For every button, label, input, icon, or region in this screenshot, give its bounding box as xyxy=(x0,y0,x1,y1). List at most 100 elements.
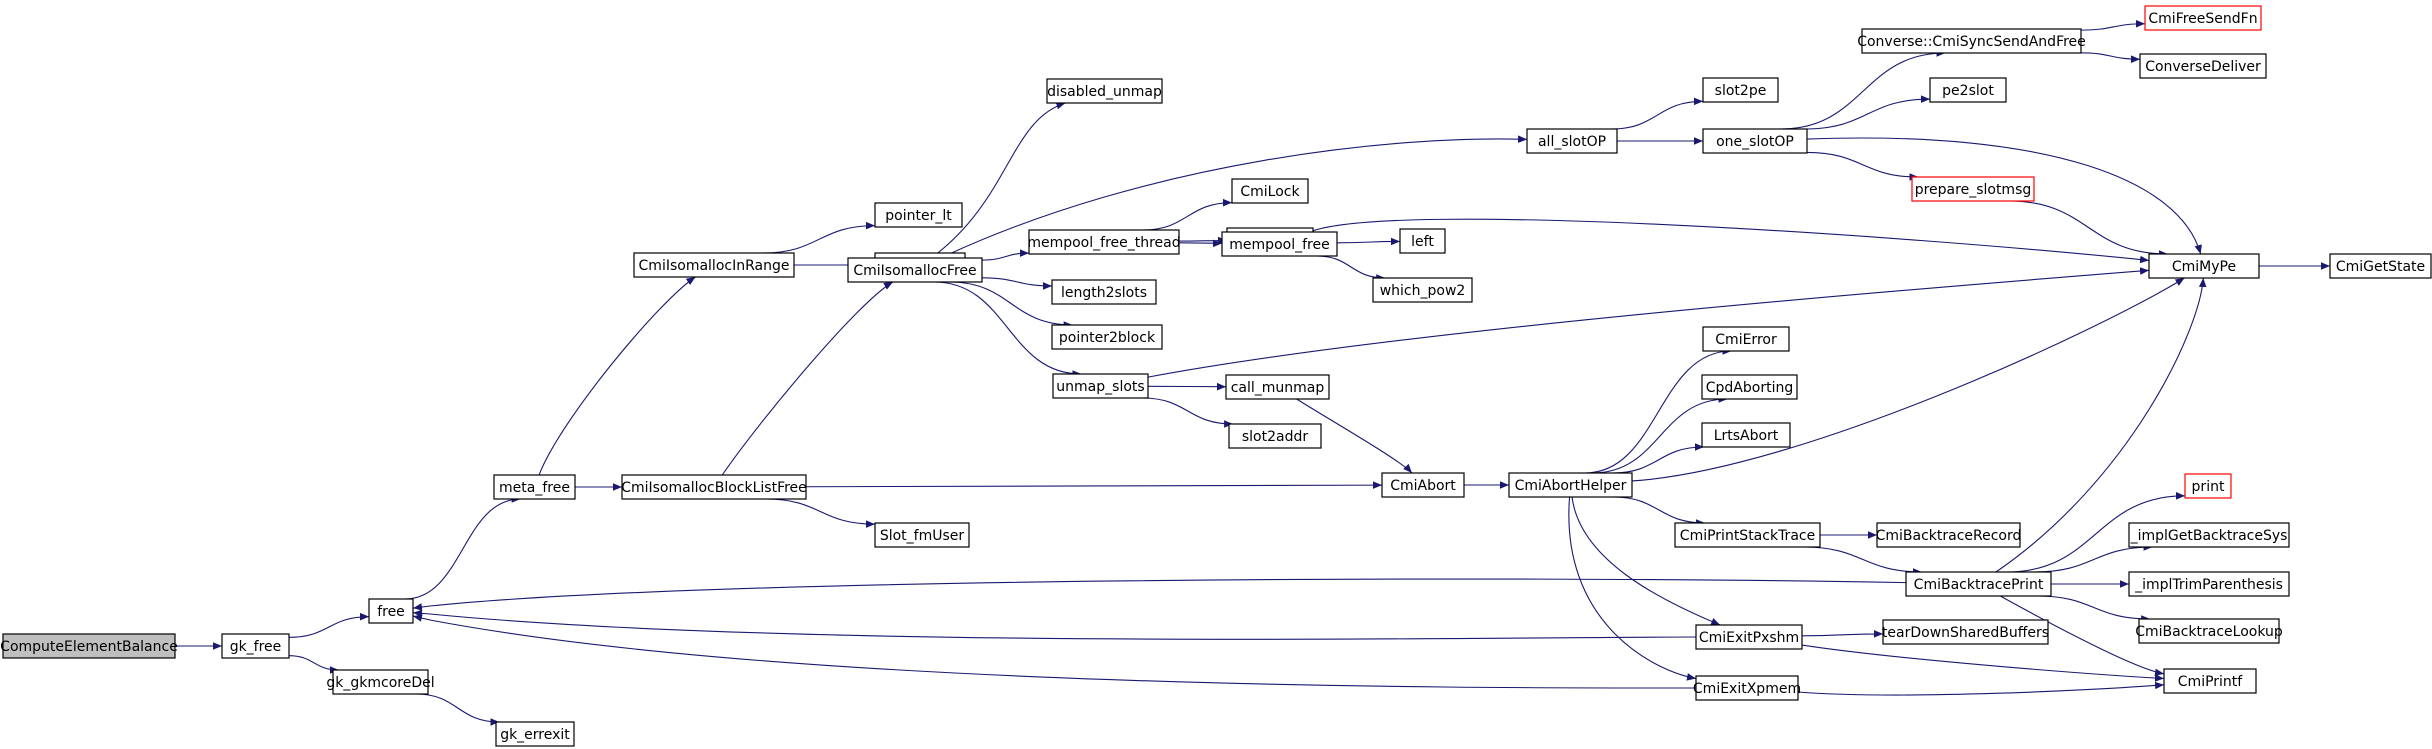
function-node-mempool_free_thread[interactable]: mempool_free_thread xyxy=(1027,229,1181,255)
function-node-CmiLock[interactable]: CmiLock xyxy=(1231,178,1309,204)
node-label: CmiLock xyxy=(1240,184,1300,200)
function-node-free[interactable]: free xyxy=(368,598,414,624)
function-node-CpdAborting[interactable]: CpdAborting xyxy=(1701,374,1798,400)
function-node-CmiBacktraceLookup[interactable]: CmiBacktraceLookup xyxy=(2135,618,2283,644)
function-node-CmiGetState[interactable]: CmiGetState xyxy=(2329,253,2432,279)
node-label: gk_errexit xyxy=(500,727,570,743)
function-node-gk_free[interactable]: gk_free xyxy=(221,633,290,659)
function-node-CmiPrintStackTrace[interactable]: CmiPrintStackTrace xyxy=(1674,522,1821,548)
function-node-print[interactable]: print xyxy=(2184,473,2232,499)
call-edge-gk_gkmcoreDel-to-gk_errexit xyxy=(416,693,500,726)
node-box xyxy=(2138,618,2280,644)
edge-path xyxy=(1309,218,2150,264)
edge-path xyxy=(1178,236,1228,245)
function-node-CmiMyPe[interactable]: CmiMyPe xyxy=(2148,253,2260,279)
function-node-CmiExitPxshm[interactable]: CmiExitPxshm xyxy=(1695,624,1803,650)
node-label: mempool_free_thread xyxy=(1027,235,1180,251)
function-node-mempool_free[interactable]: mempool_free xyxy=(1221,231,1338,257)
function-node-CmiError[interactable]: CmiError xyxy=(1702,326,1790,352)
function-node-all_slotOP[interactable]: all_slotOP xyxy=(1526,128,1618,154)
node-label: meta_free xyxy=(499,480,570,496)
edge-path xyxy=(940,135,1528,259)
node-label: CmiAbortHelper xyxy=(1515,478,1627,494)
node-box xyxy=(621,474,807,500)
call-edge-CmiIsomallocBlockListFree-to-Slot_fmUser xyxy=(765,498,876,528)
node-box xyxy=(2148,253,2260,279)
function-node-CmiAbort[interactable]: CmiAbort xyxy=(1381,472,1465,498)
function-node-_implGetBacktraceSys[interactable]: _implGetBacktraceSys xyxy=(2128,522,2290,548)
function-node-tearDownSharedBuffers[interactable]: tearDownSharedBuffers xyxy=(1882,619,2049,645)
call-edge-CmiIsomallocFree-to-mempool_free_thread xyxy=(981,249,1030,261)
node-label: slot2addr xyxy=(1242,429,1308,445)
node-box xyxy=(1221,231,1338,257)
edge-path xyxy=(981,277,1053,290)
function-node-CmiIsomallocInRange[interactable]: CmiIsomallocInRange xyxy=(633,252,795,278)
function-node-disabled_unmap[interactable]: disabled_unmap xyxy=(1046,78,1163,104)
function-node-pointer_lt[interactable]: pointer_lt xyxy=(874,202,963,228)
function-node-prepare_slotmsg[interactable]: prepare_slotmsg xyxy=(1911,176,2035,202)
edge-path xyxy=(805,481,1383,489)
call-edge-mempool_free-to-which_pow2 xyxy=(1316,255,1386,282)
node-label: slot2pe xyxy=(1715,83,1767,99)
call-edge-CmiIsomallocBlockListFree-to-CmiIsomallocFree xyxy=(721,281,894,476)
function-node-CmiAbortHelper[interactable]: CmiAbortHelper xyxy=(1508,472,1633,498)
function-node-which_pow2[interactable]: which_pow2 xyxy=(1372,277,1473,303)
function-node-gk_gkmcoreDel[interactable]: gk_gkmcoreDel xyxy=(326,669,435,695)
function-node-left[interactable]: left xyxy=(1399,228,1446,254)
edge-path xyxy=(763,221,876,254)
edge-path xyxy=(412,578,1907,611)
function-node-pointer2block[interactable]: pointer2block xyxy=(1051,324,1163,350)
function-node-Slot_fmUser[interactable]: Slot_fmUser xyxy=(874,522,970,548)
function-node-Converse_CmiSyncSendAndFree[interactable]: Converse::CmiSyncSendAndFree xyxy=(1857,28,2086,54)
call-edge-CmiAbortHelper-to-CmiExitPxshm xyxy=(1571,496,1721,626)
function-node-CmiBacktraceRecord[interactable]: CmiBacktraceRecord xyxy=(1876,522,2022,548)
function-node-_implTrimParenthesis[interactable]: _implTrimParenthesis xyxy=(2128,571,2290,597)
call-edge-CmiIsomallocFree-to-unmap_slots xyxy=(934,281,1082,378)
function-node-ConverseDeliver[interactable]: ConverseDeliver xyxy=(2139,53,2267,79)
call-edge-all_slotOP-to-slot2pe xyxy=(1611,97,1704,130)
function-node-length2slots[interactable]: length2slots xyxy=(1051,279,1157,305)
node-box xyxy=(2184,473,2232,499)
function-node-CmiFreeSendFn[interactable]: CmiFreeSendFn xyxy=(2144,5,2262,31)
node-box xyxy=(1028,229,1180,255)
function-node-slot2pe[interactable]: slot2pe xyxy=(1702,77,1779,103)
node-label: CmiExitPxshm xyxy=(1699,630,1799,646)
edge-path xyxy=(1571,496,1721,626)
edge-path xyxy=(1631,277,2185,482)
function-node-slot2addr[interactable]: slot2addr xyxy=(1228,423,1322,449)
edge-path xyxy=(1147,267,2150,378)
node-box xyxy=(2163,668,2257,694)
node-label: gk_free xyxy=(230,639,282,655)
call-edge-CmiIsomallocFree-to-pointer2block xyxy=(949,281,1073,329)
function-node-meta_free[interactable]: meta_free xyxy=(493,474,576,500)
edge-path xyxy=(1336,237,1401,246)
function-node-LrtsAbort[interactable]: LrtsAbort xyxy=(1701,422,1791,448)
function-node-gk_errexit[interactable]: gk_errexit xyxy=(495,721,575,747)
node-label: left xyxy=(1411,234,1434,250)
edge-path xyxy=(1806,151,1919,181)
function-node-CmiBacktracePrint[interactable]: CmiBacktracePrint xyxy=(1905,571,2052,597)
call-edge-prepare_slotmsg-to-CmiMyPe xyxy=(2008,200,2169,258)
edge-path xyxy=(1797,681,2165,696)
node-label: CmiExitXpmem xyxy=(1693,681,1801,697)
function-node-CmiIsomallocFree[interactable]: CmiIsomallocFree xyxy=(847,257,983,283)
node-label: which_pow2 xyxy=(1380,283,1466,299)
node-label: CmiPrintStackTrace xyxy=(1680,528,1815,544)
function-node-one_slotOP[interactable]: one_slotOP xyxy=(1702,128,1808,154)
node-label: CmiIsomallocFree xyxy=(853,263,976,279)
function-node-CmiPrintf[interactable]: CmiPrintf xyxy=(2163,668,2257,694)
function-node-CmiIsomallocBlockListFree[interactable]: CmiIsomallocBlockListFree xyxy=(621,474,807,500)
function-node-CmiExitXpmem[interactable]: CmiExitXpmem xyxy=(1693,675,1801,701)
function-node-unmap_slots[interactable]: unmap_slots xyxy=(1052,373,1149,399)
node-box xyxy=(2128,571,2290,597)
call-edge-CmiExitPxshm-to-free xyxy=(412,609,1697,640)
function-node-pe2slot[interactable]: pe2slot xyxy=(1929,77,2007,103)
call-edge-meta_free-to-CmiIsomallocInRange xyxy=(538,276,696,476)
edge-path xyxy=(2080,19,2146,31)
call-edge-CmiIsomallocFree-to-all_slotOP xyxy=(940,135,1528,259)
node-label: free xyxy=(377,604,405,620)
node-box xyxy=(1508,472,1633,498)
function-node-call_munmap[interactable]: call_munmap xyxy=(1225,374,1330,400)
node-box xyxy=(332,669,429,695)
